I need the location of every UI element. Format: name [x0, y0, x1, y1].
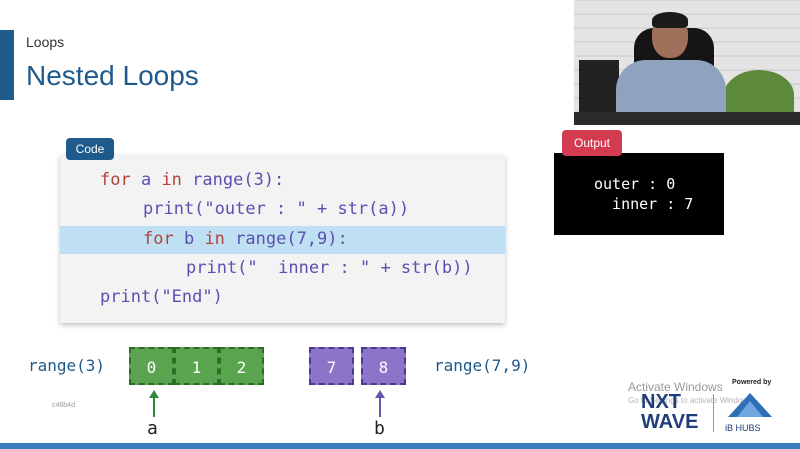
range-b-label: range(7,9): [434, 356, 531, 375]
arrow-up-icon: [375, 390, 385, 398]
highlighted-line: [60, 226, 505, 254]
code-line-4: print(" inner : " + str(b)): [186, 258, 473, 278]
var-b: b: [173, 229, 205, 249]
breadcrumb: Loops: [26, 34, 65, 50]
range-b-cell: 7: [309, 347, 354, 385]
presenter-video: [574, 0, 800, 125]
activate-windows-subtitle: Go to Settings to activate Windows.: [628, 396, 755, 405]
range-a-cell: 2: [219, 347, 264, 385]
pointer-var-a: a: [147, 418, 158, 439]
logo-divider: [713, 394, 714, 432]
presenter-hair: [652, 12, 688, 28]
code-line-3: for b in range(7,9):: [143, 229, 348, 249]
hex-watermark: c46b4d: [52, 402, 75, 409]
output-tag: Output: [562, 130, 622, 156]
var-a: a: [130, 170, 162, 190]
ibhubs-label: iB HUBS: [725, 423, 761, 433]
range-call: range(7,9):: [224, 229, 348, 249]
code-line-1: for a in range(3):: [100, 170, 284, 190]
plant-icon: [724, 70, 794, 120]
range-call: range(3):: [181, 170, 285, 190]
laptop-icon: [579, 60, 619, 115]
nxtwave-logo-bottom: WAVE: [641, 411, 699, 433]
range-a-label: range(3): [28, 356, 106, 375]
output-panel: outer : 0 inner : 7: [554, 153, 724, 235]
arrow-shaft-b: [379, 397, 381, 417]
output-line-2: inner : 7: [594, 195, 694, 213]
arrow-shaft-a: [153, 397, 155, 417]
code-line-5: print("End"): [100, 287, 223, 307]
range-b-cell: 8: [361, 347, 406, 385]
output-line-1: outer : 0: [594, 175, 676, 193]
keyword-for: for: [100, 170, 131, 190]
ibhubs-logo-icon: [728, 393, 772, 417]
bottom-bar: [0, 443, 800, 449]
keyword-in: in: [161, 170, 182, 190]
nxtwave-logo-top: NXT: [641, 391, 681, 413]
page-title: Nested Loops: [26, 60, 199, 91]
range-a-cell: 1: [174, 347, 219, 385]
code-line-2: print("outer : " + str(a)): [143, 199, 410, 219]
keyword-in: in: [204, 229, 225, 249]
arrow-up-icon: [149, 390, 159, 398]
powered-by-label: Powered by: [732, 379, 772, 386]
code-panel: for a in range(3): print("outer : " + st…: [60, 155, 505, 323]
desk: [574, 112, 800, 125]
title-accent-bar: [0, 30, 14, 100]
activate-windows-title: Activate Windows: [628, 380, 723, 394]
pointer-var-b: b: [374, 418, 385, 439]
code-tag: Code: [66, 138, 114, 160]
keyword-for: for: [143, 229, 174, 249]
range-a-cell: 0: [129, 347, 174, 385]
